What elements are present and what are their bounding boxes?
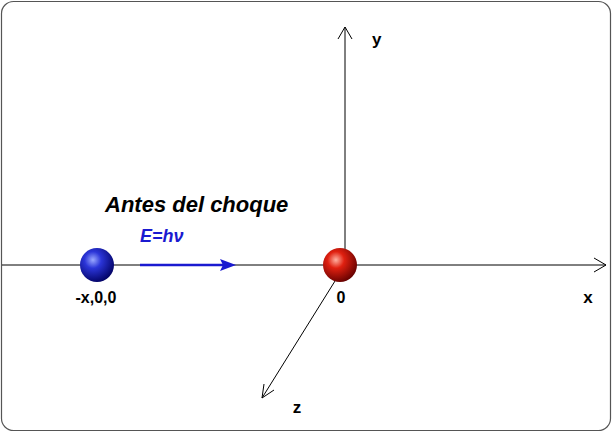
axis-label: x [583,288,592,308]
label-anchor: Antes del choque [105,192,288,217]
axis-label: z [293,398,302,418]
origin-label: 0 [337,289,346,307]
label-anchor: -x,0,0 [76,289,117,307]
z-axis-head [262,384,274,398]
x-axis-head [594,258,606,272]
energy-label: E=hν [140,226,184,247]
label-anchor: z [293,398,302,418]
position-label: -x,0,0 [76,289,117,307]
photon-arrow-head [220,259,236,271]
label-anchor: x [583,288,592,308]
photon-arrow [140,264,228,267]
axis-label: y [372,30,381,50]
electron-sphere [323,248,357,282]
label-anchor: y [372,30,381,50]
photon-sphere [80,248,114,282]
label-anchor: E=hν [140,226,184,247]
z-axis [262,265,345,398]
label-anchor: 0 [337,289,346,307]
y-axis-head [338,27,352,39]
y-axis [345,27,346,265]
heading-note: Antes del choque [105,192,288,217]
